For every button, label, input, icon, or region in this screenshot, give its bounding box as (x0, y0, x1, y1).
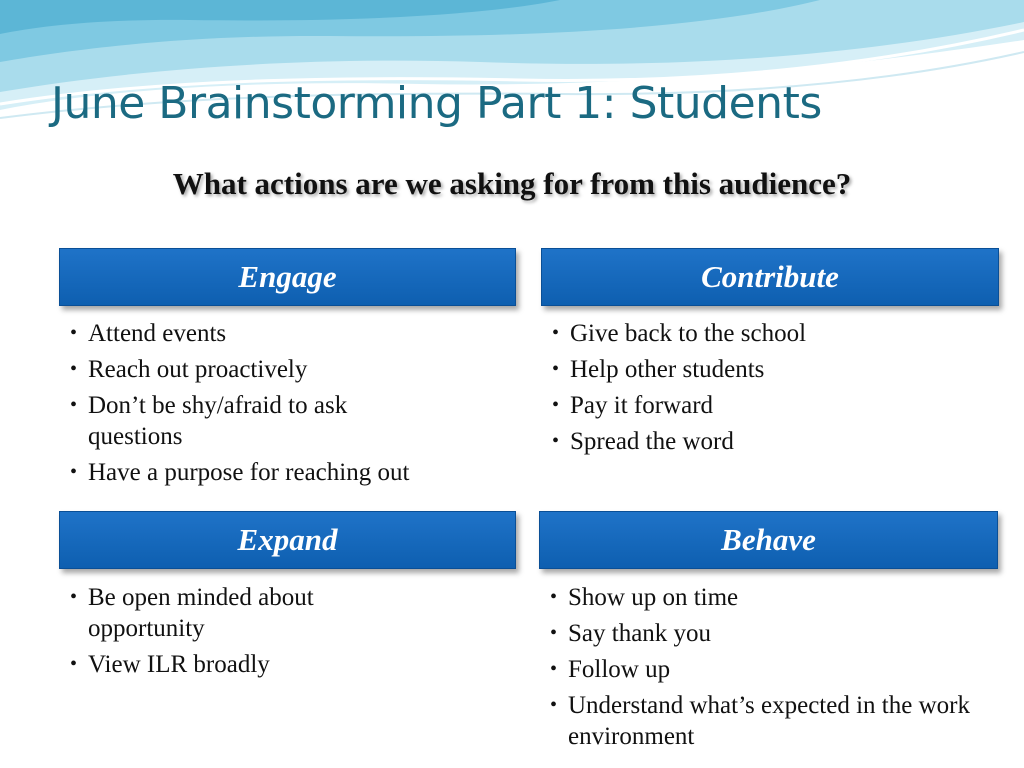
section-header-behave: Behave (539, 511, 998, 569)
list-item: Help other students (542, 354, 1002, 385)
section-list-expand: Be open minded about opportunity View IL… (60, 582, 390, 685)
list-item: Don’t be shy/afraid to ask questions (60, 390, 520, 452)
list-item: Reach out proactively (60, 354, 520, 385)
list-item: Show up on time (540, 582, 980, 613)
list-item: Attend events (60, 318, 520, 349)
list-item: Spread the word (542, 426, 1002, 457)
list-item: Give back to the school (542, 318, 1002, 349)
list-item: Understand what’s expected in the work e… (540, 690, 980, 752)
list-item: Be open minded about opportunity (60, 582, 390, 644)
list-item: Pay it forward (542, 390, 1002, 421)
list-item: Say thank you (540, 618, 980, 649)
decorative-wave-banner (0, 0, 1024, 119)
section-header-engage: Engage (59, 248, 516, 306)
list-item: View ILR broadly (60, 649, 390, 680)
section-list-contribute: Give back to the school Help other stude… (542, 318, 1002, 462)
section-list-behave: Show up on time Say thank you Follow up … (540, 582, 980, 757)
slide-subtitle: What actions are we asking for from this… (172, 166, 852, 201)
section-list-engage: Attend events Reach out proactively Don’… (60, 318, 520, 493)
slide-title: June Brainstorming Part 1: Students (51, 78, 822, 129)
list-item: Follow up (540, 654, 980, 685)
section-header-contribute: Contribute (541, 248, 999, 306)
list-item: Have a purpose for reaching out (60, 457, 520, 488)
section-header-expand: Expand (59, 511, 516, 569)
